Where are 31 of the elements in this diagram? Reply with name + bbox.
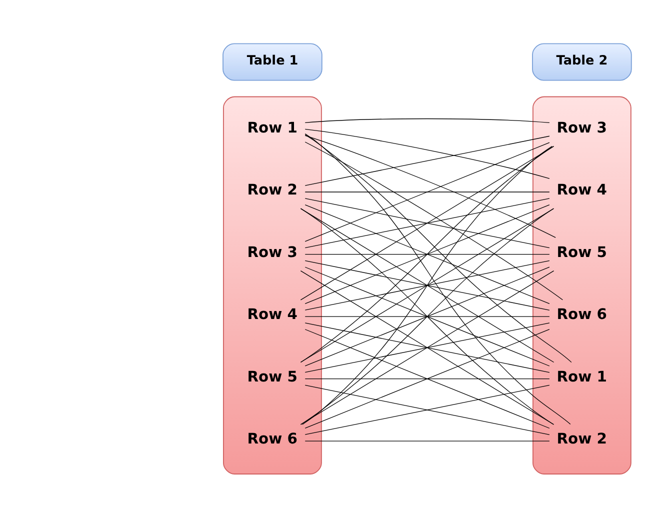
- connector: [304, 440, 550, 442]
- node-text: Row 4: [556, 182, 607, 199]
- connector: [304, 128, 550, 179]
- node-text: Row 1: [556, 368, 607, 386]
- node-text: Row 2: [247, 182, 298, 199]
- connector: [300, 208, 554, 363]
- cluster: [223, 96, 322, 474]
- node-text: Row 3: [247, 244, 298, 261]
- node-text: Row 6: [556, 306, 607, 324]
- node-text: Row 3: [556, 119, 607, 136]
- connector: [304, 378, 550, 380]
- connector: [304, 118, 550, 124]
- node-text: Row 1: [247, 119, 298, 136]
- connector: [304, 322, 550, 373]
- node-text: Row 4: [247, 306, 298, 324]
- connector: [304, 329, 550, 429]
- node-text: Row 5: [247, 368, 298, 386]
- node-box: Table 1: [222, 43, 322, 81]
- connector: [304, 266, 550, 366]
- connector: [304, 254, 550, 255]
- connector: [300, 208, 554, 425]
- connector: [304, 260, 550, 310]
- connector: [304, 136, 550, 186]
- node-text: Row 5: [556, 244, 607, 261]
- node-text: Row 6: [247, 430, 298, 448]
- connector: [304, 384, 550, 435]
- connector: [304, 316, 550, 317]
- node-text: Row 2: [556, 430, 607, 448]
- node-box: Table 2: [532, 43, 632, 81]
- connector: [304, 198, 550, 248]
- cluster: [532, 96, 632, 474]
